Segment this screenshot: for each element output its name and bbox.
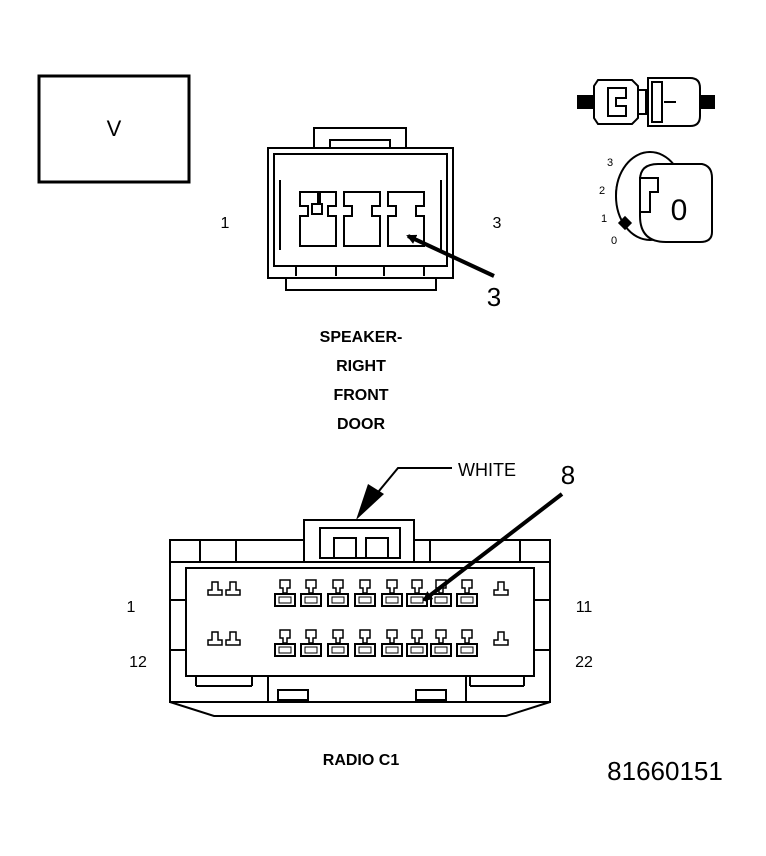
speaker-title-line: DOOR [337, 416, 385, 433]
radio-cavity [274, 629, 296, 657]
radio-cavity [381, 579, 403, 607]
view-box: V [37, 74, 191, 184]
radio-cavity [300, 629, 322, 657]
speaker-title-line: RIGHT [336, 358, 386, 375]
speaker-connector [267, 127, 454, 291]
radio-cavity [327, 629, 349, 657]
speaker-title: SPEAKER- RIGHT FRONT DOOR [320, 329, 403, 433]
radio-pin-bottom-right: 22 [575, 654, 593, 671]
speaker-cavity [299, 191, 337, 247]
radio-cavity [406, 629, 428, 657]
key-position-label: 1 [601, 213, 607, 225]
view-box-label: V [107, 116, 122, 141]
plug-icon [577, 77, 715, 127]
radio-cavity-empty [207, 631, 223, 646]
speaker-cavity [343, 191, 381, 247]
key-position-label: 2 [599, 185, 605, 197]
radio-cavity [381, 629, 403, 657]
key-position-label: 3 [607, 157, 613, 169]
radio-color-label: WHITE [458, 460, 516, 480]
figure-id: 81660151 [607, 756, 723, 786]
radio-cavity [354, 629, 376, 657]
speaker-callout-number: 3 [487, 282, 501, 312]
radio-pin-top-left: 1 [127, 599, 136, 616]
radio-title: RADIO C1 [323, 752, 400, 769]
speaker-title-line: FRONT [333, 387, 388, 404]
radio-cavity-empty [225, 581, 241, 596]
radio-callout-number: 8 [561, 460, 575, 490]
radio-cavity [300, 579, 322, 607]
ignition-key-icon: 0 3 2 1 0 [599, 151, 713, 247]
speaker-pin-left: 1 [221, 215, 230, 232]
radio-cavity [430, 629, 452, 657]
radio-cavity [354, 579, 376, 607]
radio-connector [169, 519, 551, 717]
key-label: 0 [671, 194, 688, 227]
key-position-label: 0 [611, 235, 617, 247]
radio-cavity-empty [493, 581, 509, 596]
radio-callout-arrow [422, 492, 564, 602]
radio-cavity [327, 579, 349, 607]
radio-pin-top-right: 11 [576, 599, 593, 616]
speaker-title-line: SPEAKER- [320, 329, 403, 346]
radio-cavity [406, 579, 428, 607]
color-leader-arrowhead [356, 484, 384, 520]
speaker-pin-right: 3 [493, 215, 502, 232]
speaker-callout-arrow [406, 234, 495, 278]
radio-cavity [274, 579, 296, 607]
speaker-cavity [387, 191, 425, 247]
radio-pin-bottom-left: 12 [129, 654, 147, 671]
radio-cavity-empty [225, 631, 241, 646]
radio-cavity-grid [207, 579, 509, 657]
radio-cavity [456, 579, 478, 607]
radio-cavity [430, 579, 452, 607]
radio-cavity [456, 629, 478, 657]
radio-cavity-empty [493, 631, 509, 646]
radio-cavity-empty [207, 581, 223, 596]
